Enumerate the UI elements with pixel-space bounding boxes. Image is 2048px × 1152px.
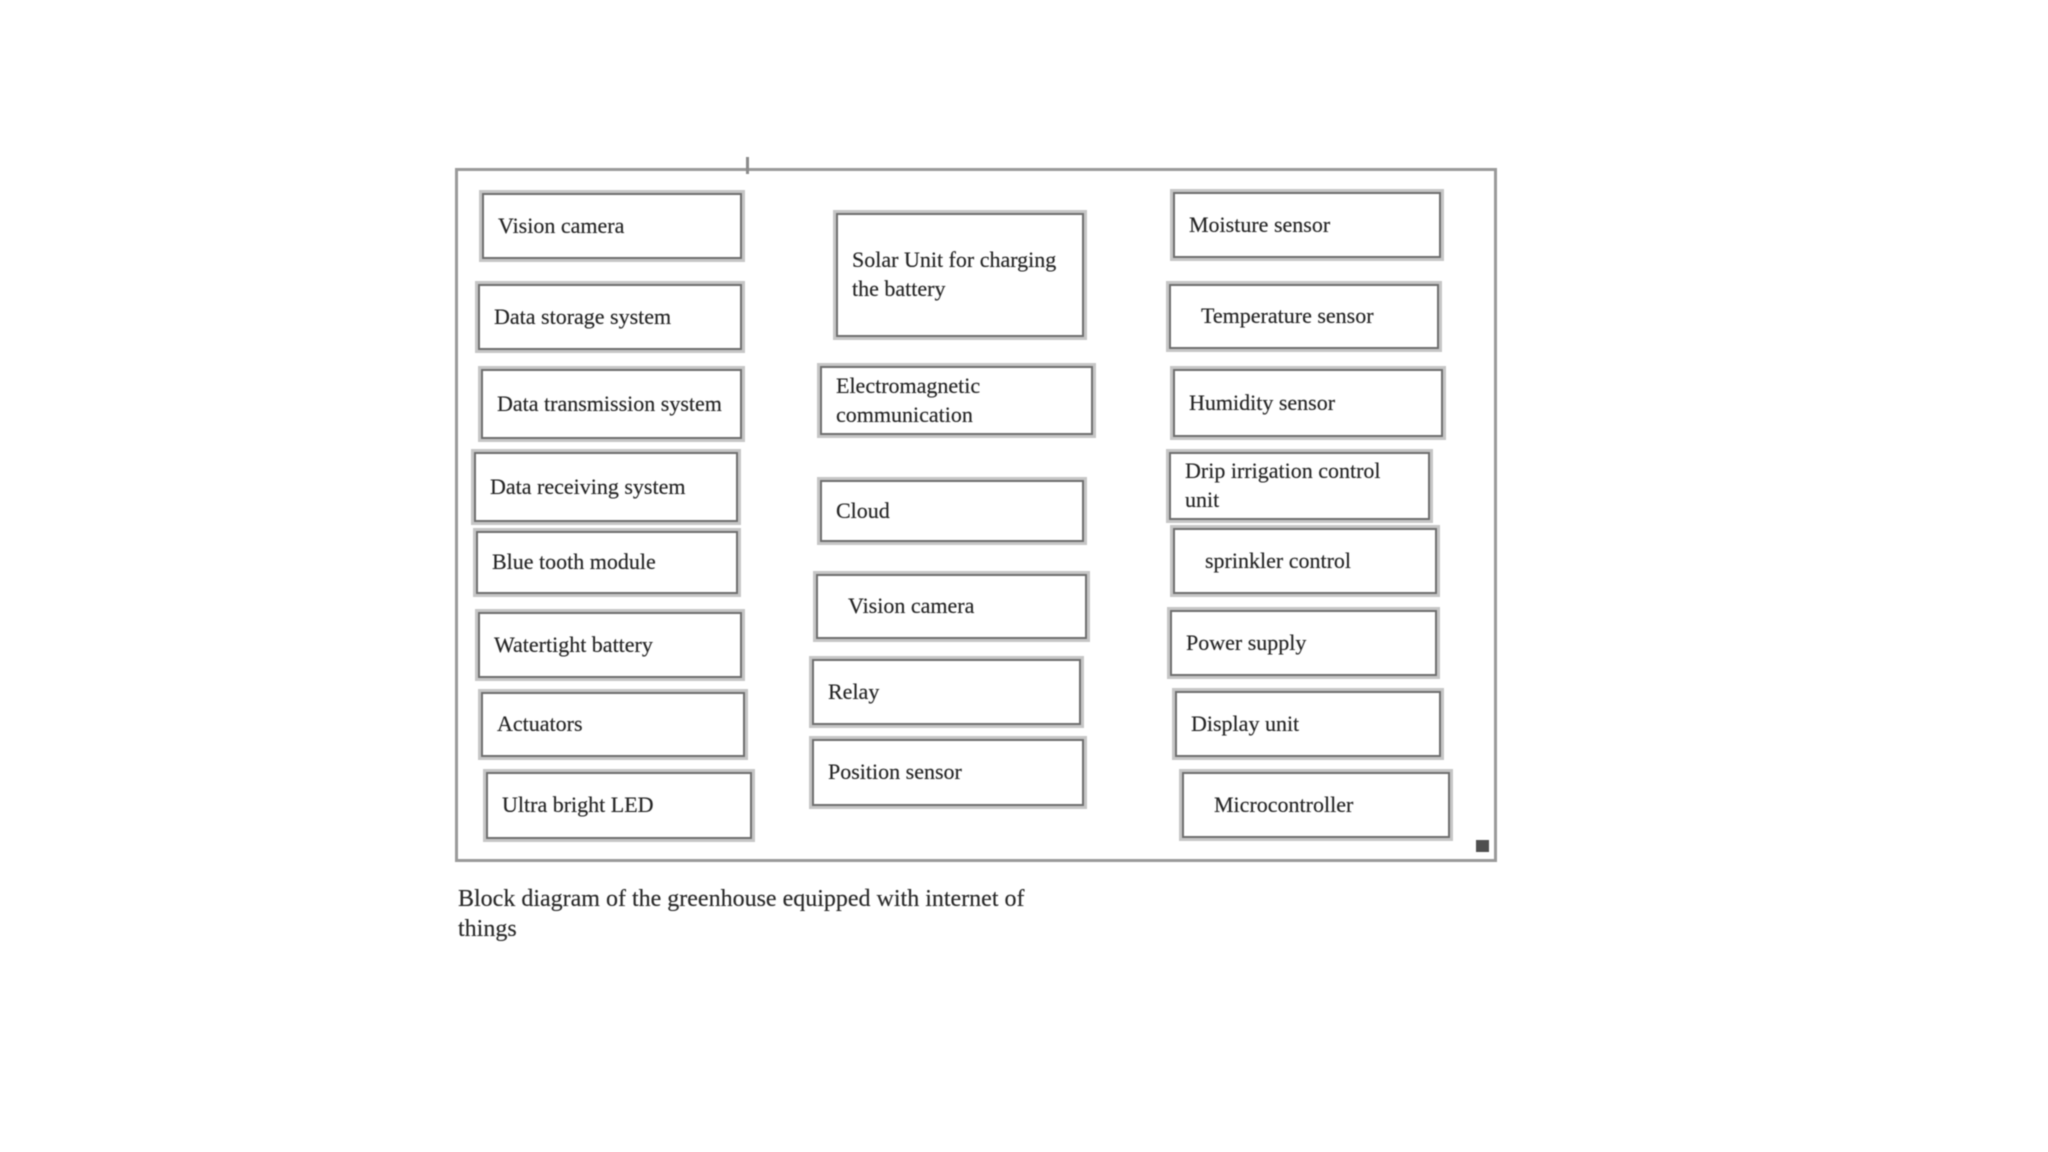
block-moisture-sensor: Moisture sensor (1173, 192, 1441, 258)
block-actuators: Actuators (481, 692, 745, 757)
scan-artifact-corner-blob (1476, 840, 1489, 852)
block-drip-irrigation-control-unit: Drip irrigation control unit (1169, 452, 1430, 520)
block-vision-camera: Vision camera (482, 193, 742, 259)
block-electromagnetic-communication: Electromagnetic communication (820, 366, 1093, 435)
figure-caption-line2: things (458, 916, 517, 942)
block-position-sensor: Position sensor (812, 739, 1084, 806)
block-bluetooth-module: Blue tooth module (476, 531, 738, 594)
block-humidity-sensor: Humidity sensor (1173, 369, 1443, 437)
block-cloud: Cloud (820, 480, 1084, 542)
block-data-receiving-system: Data receiving system (474, 452, 738, 522)
figure-caption-line1: Block diagram of the greenhouse equipped… (458, 886, 1025, 912)
block-ultra-bright-led: Ultra bright LED (486, 772, 752, 839)
block-power-supply: Power supply (1170, 610, 1437, 676)
block-relay: Relay (812, 659, 1081, 725)
block-vision-camera-2: Vision camera (816, 574, 1087, 639)
scan-artifact-tick (746, 157, 749, 174)
block-data-transmission-system: Data transmission system (481, 369, 742, 439)
block-watertight-battery: Watertight battery (478, 612, 742, 678)
block-solar-unit-for-charging-battery: Solar Unit for charging the battery (836, 213, 1084, 337)
block-temperature-sensor: Temperature sensor (1169, 284, 1439, 349)
block-data-storage-system: Data storage system (478, 284, 742, 350)
block-sprinkler-control: sprinkler control (1173, 528, 1437, 594)
block-microcontroller: Microcontroller (1182, 772, 1450, 838)
block-display-unit: Display unit (1175, 691, 1441, 757)
figure-caption: Block diagram of the greenhouse equipped… (458, 884, 1168, 944)
